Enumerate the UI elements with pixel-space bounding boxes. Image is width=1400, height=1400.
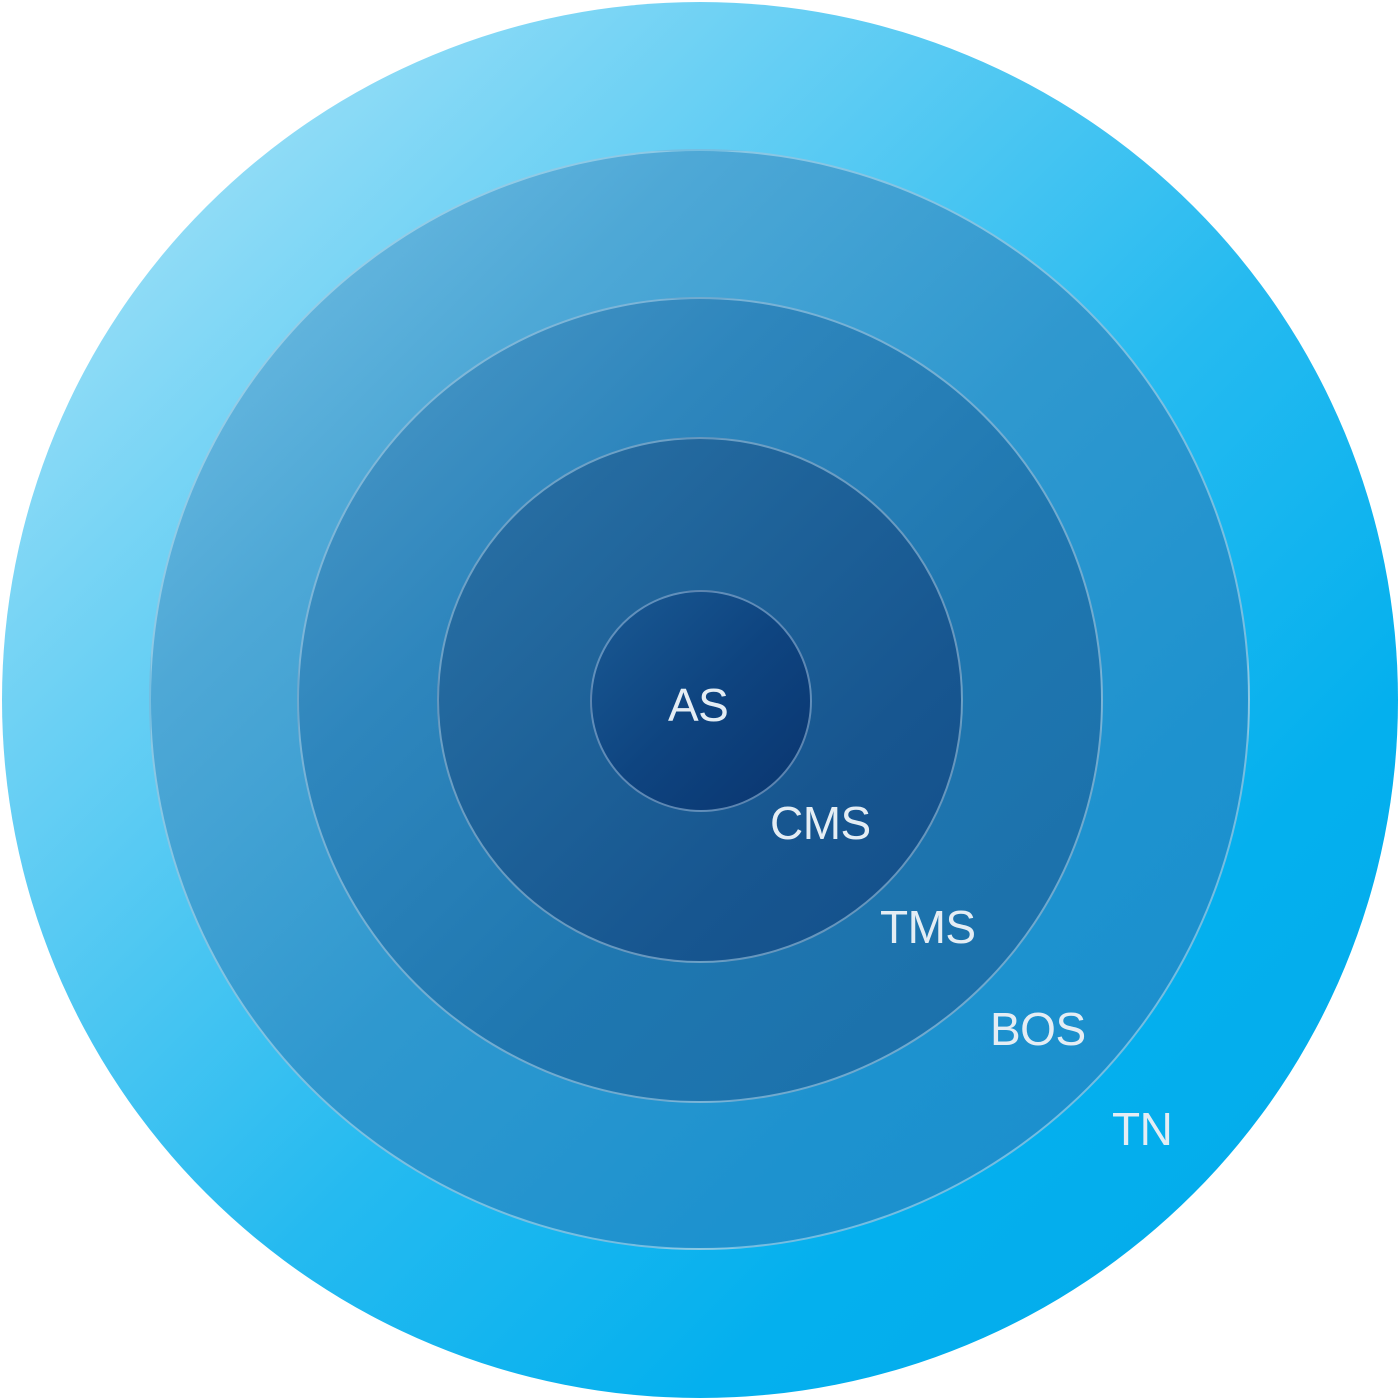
layer-as-core [590,590,812,812]
layer-tn-label: TN [1112,1103,1173,1155]
layer-bos-label: BOS [990,1003,1086,1055]
layer-tms-label: TMS [880,901,976,953]
layer-cms-label: CMS [770,797,871,849]
layer-as-label: AS [668,679,729,731]
